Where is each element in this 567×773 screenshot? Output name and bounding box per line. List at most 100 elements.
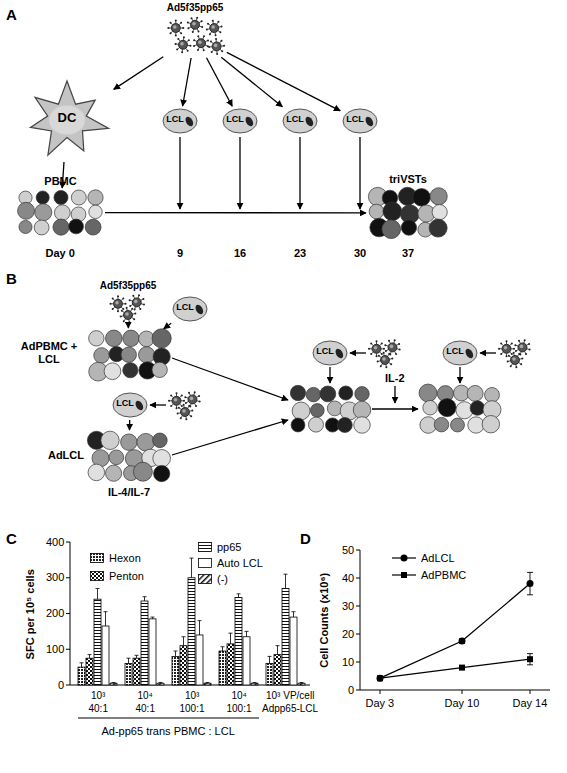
label-text: SFC per 10⁵ cells (24, 569, 37, 659)
virus-knob (370, 353, 372, 355)
virus-knob (181, 394, 183, 396)
virus-fiber (141, 299, 144, 300)
axis-line (360, 550, 550, 690)
virus-fiber (395, 351, 396, 354)
virus-highlight (374, 346, 378, 350)
virus-knob (133, 318, 135, 320)
cell (423, 400, 437, 414)
cell (153, 449, 171, 467)
virus-knob (513, 352, 515, 354)
virus-highlight (211, 25, 215, 29)
legend-swatch-fill (91, 554, 104, 563)
virus-fiber (121, 298, 123, 300)
cell (306, 387, 320, 401)
virus-knob (185, 402, 187, 404)
virus-fiber (123, 303, 126, 304)
virus-knob (170, 394, 172, 396)
label-text: 40 (342, 572, 354, 585)
virus-fiber (509, 356, 511, 358)
virus-knob (223, 45, 225, 47)
cell (121, 434, 137, 450)
bar (290, 617, 297, 685)
cell (413, 189, 431, 207)
node-text: triVSTs (368, 173, 448, 186)
legend-text: AdLCL (421, 552, 455, 565)
virus-fiber (389, 363, 391, 365)
virus-highlight (390, 345, 394, 349)
bar (141, 601, 148, 685)
cell (354, 417, 371, 434)
virus-knob (385, 366, 387, 368)
virus-fiber (189, 415, 191, 417)
virus-highlight (504, 346, 508, 350)
label-text: D (300, 530, 311, 547)
error-bar (253, 682, 257, 684)
virus-knob (398, 343, 400, 345)
virus-knob (506, 355, 508, 357)
data-marker (459, 665, 465, 671)
error-bar (88, 655, 92, 659)
virus-knob (388, 340, 390, 342)
virus-fiber (130, 304, 133, 305)
virus-fiber (183, 37, 184, 40)
lcl-nucleus (244, 115, 255, 127)
bar (188, 578, 195, 685)
error-bar (284, 574, 288, 588)
cell (137, 433, 155, 451)
label-text: 30 (354, 247, 366, 260)
axis-line (70, 542, 310, 685)
virus-knob (506, 340, 508, 342)
legend-swatch (198, 574, 212, 584)
virus-fiber (180, 404, 182, 406)
label-text: 30 (342, 600, 354, 613)
virus-fiber (501, 343, 503, 345)
virus-knob (122, 297, 124, 299)
node-text: LCL (443, 346, 467, 356)
virus-fiber (210, 32, 212, 34)
cell-cluster-shape (18, 190, 103, 235)
lcl-outline (343, 109, 377, 133)
virus-knob (507, 360, 509, 362)
legend-swatch-fill (199, 575, 212, 584)
legend-marker (401, 555, 408, 562)
virus-knob (221, 26, 223, 28)
virus-knob (219, 31, 221, 33)
bar (251, 683, 258, 685)
node-text: Ad5f35pp65 (88, 280, 168, 292)
legend-swatch-fill (91, 572, 104, 581)
virus-cluster-shape (108, 294, 148, 322)
virus-fiber (371, 352, 373, 354)
virus-fiber (194, 45, 197, 46)
virus-knob (189, 45, 191, 47)
label-text: 16 (234, 247, 246, 260)
virus-highlight (192, 22, 196, 26)
cell (470, 401, 485, 416)
virus-knob (180, 417, 182, 419)
label-text: Ad-pp65 trans PBMC : LCL (102, 725, 235, 738)
bar (157, 683, 164, 685)
virus-capsid (181, 408, 190, 417)
node-text: LCL (313, 346, 337, 356)
virus-knob (129, 305, 131, 307)
virus-knob (176, 392, 178, 394)
virus-knob (197, 49, 199, 51)
error-bar (527, 654, 533, 665)
arrow (299, 137, 300, 209)
virus-fiber (388, 354, 390, 356)
arrow (329, 367, 330, 383)
data-marker (377, 675, 383, 681)
virus-fiber (179, 31, 181, 33)
virus-knob (120, 315, 122, 317)
virus-fiber (526, 344, 529, 345)
legend-text: Penton (109, 570, 144, 583)
data-marker (377, 675, 384, 682)
virus-particle (184, 391, 200, 407)
virus-knob (169, 32, 171, 34)
virus-fiber (518, 354, 520, 356)
bar (204, 683, 211, 685)
label-text: A (6, 6, 17, 23)
bar (125, 664, 132, 685)
virus-particle (384, 339, 400, 355)
node-text: AdLCL (36, 449, 84, 462)
cell (369, 204, 384, 219)
